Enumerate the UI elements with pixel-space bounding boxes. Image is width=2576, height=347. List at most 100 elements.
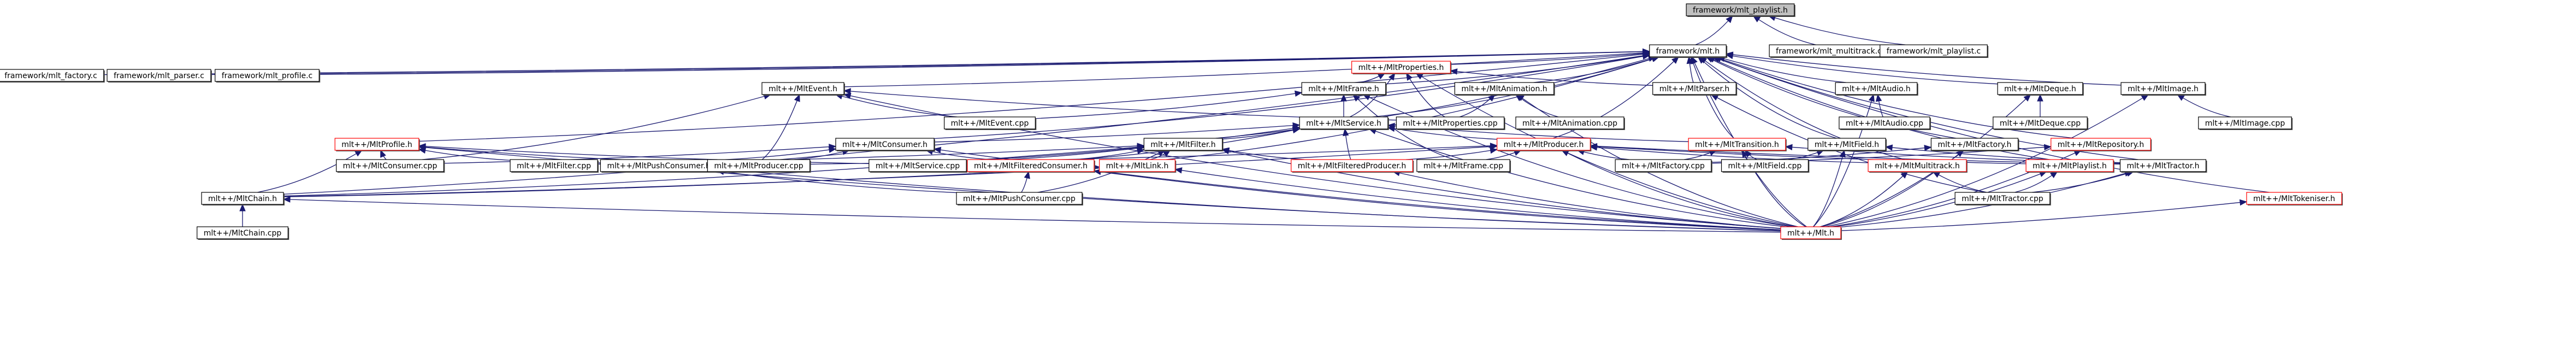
graph-node[interactable]: mlt++/MltTractor.h — [2119, 159, 2207, 173]
node-box[interactable] — [1688, 138, 1786, 151]
graph-node[interactable]: mlt++/MltFrame.cpp — [1416, 159, 1511, 173]
graph-node[interactable]: mlt++/MltMultitrack.h — [1868, 159, 1968, 173]
graph-node[interactable]: mlt++/Mlt.h — [1780, 226, 1842, 240]
graph-node[interactable]: mlt++/MltAudio.h — [1835, 82, 1918, 96]
node-box[interactable] — [1396, 116, 1505, 130]
node-box[interactable] — [944, 116, 1036, 130]
graph-node[interactable]: mlt++/MltRepository.h — [2051, 138, 2152, 151]
node-box[interactable] — [1301, 82, 1386, 95]
graph-node[interactable]: mlt++/MltAudio.cpp — [1839, 116, 1931, 130]
node-box[interactable] — [2246, 192, 2342, 205]
graph-node[interactable]: framework/mlt_parser.c — [107, 69, 212, 83]
node-box[interactable] — [761, 82, 844, 95]
graph-node[interactable]: mlt++/MltPushConsumer.h — [600, 159, 718, 173]
graph-node[interactable]: mlt++/MltFilteredConsumer.h — [967, 159, 1095, 173]
graph-node[interactable]: mlt++/MltField.cpp — [1721, 159, 1810, 173]
graph-node[interactable]: mlt++/MltConsumer.h — [835, 138, 936, 151]
graph-node[interactable]: mlt++/MltAnimation.h — [1454, 82, 1555, 96]
node-box[interactable] — [1454, 82, 1555, 95]
node-box[interactable] — [1416, 159, 1510, 172]
node-box[interactable] — [0, 69, 104, 82]
graph-node[interactable]: framework/mlt_factory.c — [0, 69, 105, 83]
node-box[interactable] — [1299, 116, 1389, 130]
node-box[interactable] — [1652, 82, 1736, 95]
graph-node[interactable]: mlt++/MltService.cpp — [868, 159, 968, 173]
graph-node[interactable]: framework/mlt_profile.c — [215, 69, 321, 83]
node-box[interactable] — [2119, 159, 2207, 172]
node-box[interactable] — [1615, 159, 1712, 172]
graph-node[interactable]: mlt++/MltLink.h — [1099, 159, 1177, 173]
node-box[interactable] — [1835, 82, 1918, 95]
graph-node[interactable]: mlt++/MltFilter.cpp — [510, 159, 599, 173]
graph-node[interactable]: mlt++/MltConsumer.cpp — [336, 159, 445, 173]
node-box[interactable] — [1997, 82, 2083, 95]
graph-node[interactable]: framework/mlt.h — [1649, 44, 1728, 58]
node-box[interactable] — [1686, 3, 1795, 16]
node-box[interactable] — [336, 159, 444, 172]
arrowhead-icon — [2037, 93, 2043, 102]
graph-node[interactable]: mlt++/MltFilter.h — [1143, 138, 1224, 151]
node-box[interactable] — [967, 159, 1095, 172]
graph-node[interactable]: mlt++/MltImage.cpp — [2198, 116, 2293, 130]
node-box[interactable] — [1839, 116, 1930, 130]
graph-node[interactable]: mlt++/MltPlaylist.h — [2025, 159, 2114, 173]
graph-node[interactable]: mlt++/MltImage.h — [2120, 82, 2206, 96]
node-box[interactable] — [1649, 44, 1727, 57]
graph-node[interactable]: mlt++/MltChain.cpp — [197, 226, 289, 240]
arrowhead-icon — [843, 92, 852, 99]
node-box[interactable] — [334, 138, 420, 151]
graph-node[interactable]: mlt++/MltProfile.h — [334, 138, 420, 151]
graph-node[interactable]: mlt++/MltProperties.cpp — [1396, 116, 1505, 130]
node-box[interactable] — [707, 159, 811, 172]
node-box[interactable] — [107, 69, 211, 82]
node-box[interactable] — [1868, 159, 1967, 172]
graph-node[interactable]: mlt++/MltEvent.cpp — [944, 116, 1037, 130]
graph-node[interactable]: mlt++/MltChain.h — [201, 192, 285, 205]
graph-node[interactable]: mlt++/MltFactory.h — [1930, 138, 2019, 151]
node-box[interactable] — [1099, 159, 1175, 172]
node-box[interactable] — [1880, 44, 1988, 57]
node-box[interactable] — [197, 226, 288, 239]
graph-node[interactable]: mlt++/MltDeque.cpp — [1993, 116, 2089, 130]
node-box[interactable] — [1351, 61, 1451, 74]
graph-node[interactable]: mlt++/MltFilteredProducer.h — [1291, 159, 1414, 173]
node-box[interactable] — [1143, 138, 1223, 151]
node-box[interactable] — [835, 138, 935, 151]
graph-node[interactable]: framework/mlt_multitrack.c — [1769, 44, 1889, 58]
node-box[interactable] — [1807, 138, 1886, 151]
graph-node[interactable]: mlt++/MltTractor.cpp — [1954, 192, 2051, 205]
graph-node[interactable]: mlt++/MltService.h — [1299, 116, 1389, 130]
graph-node[interactable]: mlt++/MltEvent.h — [761, 82, 846, 96]
node-box[interactable] — [510, 159, 598, 172]
node-box[interactable] — [1497, 138, 1591, 151]
graph-node[interactable]: mlt++/MltPushConsumer.cpp — [956, 192, 1083, 205]
graph-node[interactable]: mlt++/MltProperties.h — [1351, 61, 1452, 74]
graph-node[interactable]: mlt++/MltFrame.h — [1301, 82, 1387, 96]
node-box[interactable] — [1780, 226, 1841, 239]
graph-node[interactable]: mlt++/MltAnimation.cpp — [1515, 116, 1625, 130]
node-box[interactable] — [2120, 82, 2206, 95]
graph-node[interactable]: mlt++/MltDeque.h — [1997, 82, 2084, 96]
node-box[interactable] — [1291, 159, 1413, 172]
node-box[interactable] — [1721, 159, 1809, 172]
node-box[interactable] — [2051, 138, 2151, 151]
graph-node[interactable]: mlt++/MltTransition.h — [1688, 138, 1787, 151]
node-box[interactable] — [1954, 192, 2051, 205]
graph-node[interactable]: mlt++/MltProducer.cpp — [707, 159, 811, 173]
graph-node[interactable]: mlt++/MltFactory.cpp — [1615, 159, 1712, 173]
graph-node[interactable]: framework/mlt_playlist.c — [1880, 44, 1989, 58]
node-box[interactable] — [215, 69, 320, 82]
node-box[interactable] — [1930, 138, 2019, 151]
node-box[interactable] — [1515, 116, 1624, 130]
node-box[interactable] — [1993, 116, 2088, 130]
node-box[interactable] — [2198, 116, 2292, 130]
node-box[interactable] — [868, 159, 967, 172]
graph-node[interactable]: mlt++/MltTokeniser.h — [2246, 192, 2343, 205]
node-box[interactable] — [956, 192, 1083, 205]
graph-node[interactable]: mlt++/MltParser.h — [1652, 82, 1738, 96]
graph-node[interactable]: framework/mlt_playlist.h — [1686, 3, 1795, 17]
graph-node[interactable]: mlt++/MltField.h — [1807, 138, 1887, 151]
node-box[interactable] — [2025, 159, 2114, 172]
node-box[interactable] — [201, 192, 284, 205]
graph-node[interactable]: mlt++/MltProducer.h — [1497, 138, 1592, 151]
